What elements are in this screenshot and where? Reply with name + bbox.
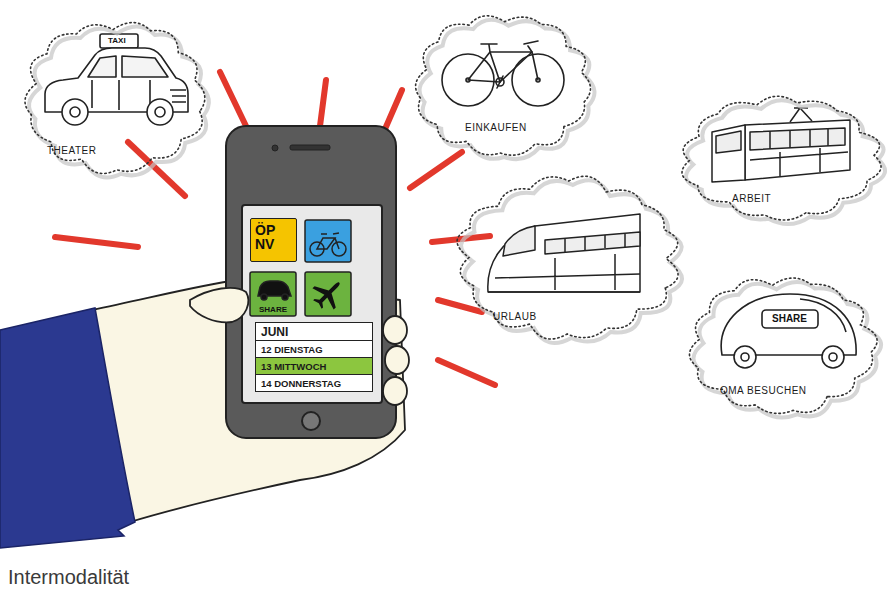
taxi-drawing [45, 34, 188, 125]
red-ray [438, 360, 495, 385]
taxi-drawing [100, 34, 138, 48]
red-ray [320, 80, 326, 126]
cloud-outline [416, 16, 591, 155]
bike-app-tile [305, 220, 351, 262]
tram-drawing [745, 120, 850, 180]
calendar-text: 14 DONNERSTAG [261, 378, 341, 389]
train-drawing [503, 226, 535, 256]
phone [242, 205, 382, 403]
cloud-outline [448, 168, 688, 348]
cloud-outline [680, 268, 885, 423]
bike-app-tile [305, 220, 351, 262]
red-ray [220, 72, 246, 126]
share-app-tile [282, 294, 288, 300]
taxi-drawing [147, 99, 173, 125]
phone [272, 145, 278, 151]
thought-cloud: ARBEIT [672, 88, 890, 228]
train-drawing [488, 214, 640, 292]
cloud-outline [25, 23, 205, 174]
cloud-label: EINKAUFEN [465, 122, 527, 134]
tram-drawing [716, 131, 741, 153]
taxi-drawing [62, 99, 88, 125]
calendar-row-selected: 13 MITTWOCH [255, 357, 373, 375]
sign-text: TAXI [108, 36, 126, 46]
cloud-outline [672, 88, 890, 228]
calendar-header: JUNI [255, 322, 373, 341]
cloud-shadow [686, 100, 885, 224]
fingers [385, 346, 409, 374]
calendar-row: 14 DONNERSTAG [255, 374, 373, 392]
flight-app-tile [307, 272, 350, 315]
sleeve [0, 308, 135, 548]
red-ray [55, 237, 138, 247]
train-drawing [488, 214, 640, 292]
calendar-row: 12 DIENSTAG [255, 340, 373, 358]
red-ray [410, 152, 462, 188]
tram-drawing [712, 108, 850, 182]
sharing-car-drawing [829, 353, 837, 361]
bicycle-drawing [481, 41, 538, 82]
cloud-label: OMA BESUCHEN [720, 385, 807, 397]
sleeve [0, 308, 135, 548]
fingers [190, 288, 409, 405]
phone [290, 145, 330, 150]
phone [302, 412, 320, 430]
phone [226, 126, 396, 438]
sharing-car-drawing [721, 294, 856, 368]
cloud-label: THEATER [47, 145, 96, 157]
tile-label: ÖP NV [255, 223, 292, 251]
calendar-text: 13 MITTWOCH [261, 361, 326, 372]
cloud-outline [405, 5, 600, 165]
flight-app-tile [305, 272, 351, 316]
sharing-car-drawing [762, 310, 818, 328]
thought-cloud: OMA BESUCHEN [680, 268, 885, 423]
taxi-drawing [155, 107, 165, 117]
cloud-shadow [29, 27, 209, 178]
tram-drawing [790, 108, 812, 122]
cloud-outline [457, 176, 678, 339]
cloud-outline [689, 278, 877, 413]
tram-drawing [750, 129, 848, 176]
fingers [190, 288, 248, 322]
sharing-car-drawing [822, 346, 844, 368]
app-tile: SHARE [250, 272, 296, 316]
cloud-label: ARBEIT [732, 193, 771, 205]
bike-app-tile [317, 233, 339, 249]
cloud-shadow [420, 20, 595, 159]
fingers [383, 377, 407, 405]
tram-drawing [750, 128, 845, 150]
fingers [383, 316, 407, 344]
tram-drawing [712, 125, 745, 182]
taxi-drawing [122, 56, 168, 77]
calendar-text: 12 DIENSTAG [261, 344, 323, 355]
sharing-car-drawing [734, 346, 756, 368]
cloud-label: URLAUB [493, 311, 537, 323]
sharing-car-drawing [741, 353, 749, 361]
train-drawing [488, 234, 640, 292]
share-app-tile [261, 294, 267, 300]
share-app-tile [250, 272, 296, 316]
cloud-shadow [693, 282, 881, 417]
taxi-drawing [88, 56, 116, 77]
cloud-shadow [461, 180, 682, 343]
flight-app-tile [305, 272, 351, 316]
share-app-tile [250, 272, 296, 316]
app-tile: ÖP NV [250, 218, 297, 262]
red-ray [128, 142, 185, 196]
tile-label: SHARE [259, 305, 287, 314]
cloud-outline [682, 96, 881, 220]
bicycle-drawing [442, 41, 564, 106]
phone [226, 126, 396, 438]
thought-cloud: URLAUB [448, 168, 688, 348]
taxi-drawing [70, 107, 80, 117]
thought-cloud: EINKAUFEN [405, 5, 600, 165]
calendar-text: JUNI [261, 325, 288, 339]
sign-text: SHARE [772, 313, 807, 325]
figure-caption: Intermodalität [8, 566, 129, 589]
bicycle-drawing [497, 76, 503, 88]
